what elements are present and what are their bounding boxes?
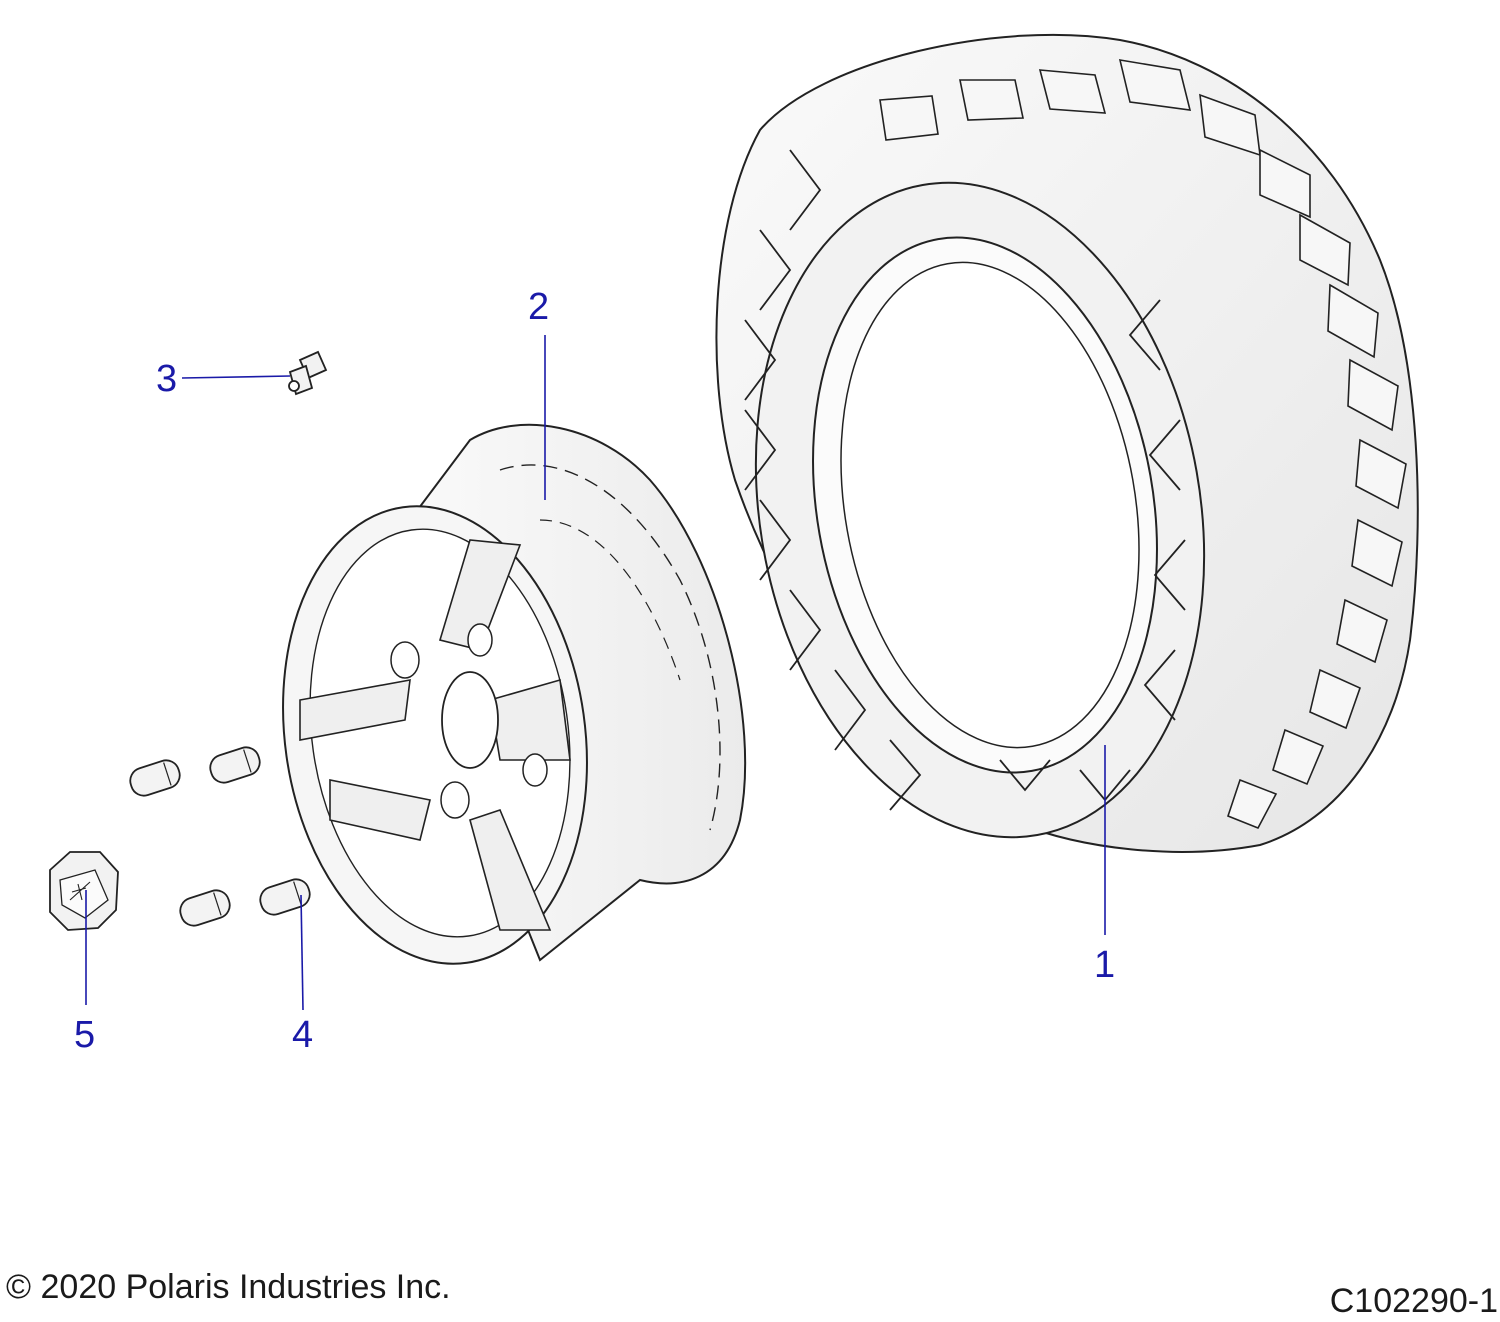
lug-nuts-part: [129, 746, 311, 927]
callout-1: 1: [1094, 944, 1116, 986]
callout-3: 3: [156, 358, 178, 400]
tire-part: [715, 33, 1419, 853]
leader-line-4: [300, 894, 304, 1011]
lug-nut: [209, 746, 261, 784]
lug-nut: [259, 878, 311, 916]
valve-stem-part: [288, 350, 328, 396]
lug-nut: [179, 889, 231, 927]
lug-nut: [129, 759, 181, 797]
callout-4: 4: [292, 1014, 314, 1056]
center-cap-part: [49, 851, 119, 931]
callout-5: 5: [74, 1014, 96, 1056]
diagram-code: C102290-1: [1329, 1282, 1498, 1320]
wheel-rim-part: [282, 423, 747, 965]
copyright-text: © 2020 Polaris Industries Inc.: [6, 1268, 451, 1306]
callout-2: 2: [528, 286, 550, 328]
leader-line-3: [181, 375, 291, 379]
leader-lines: [85, 335, 1106, 1011]
